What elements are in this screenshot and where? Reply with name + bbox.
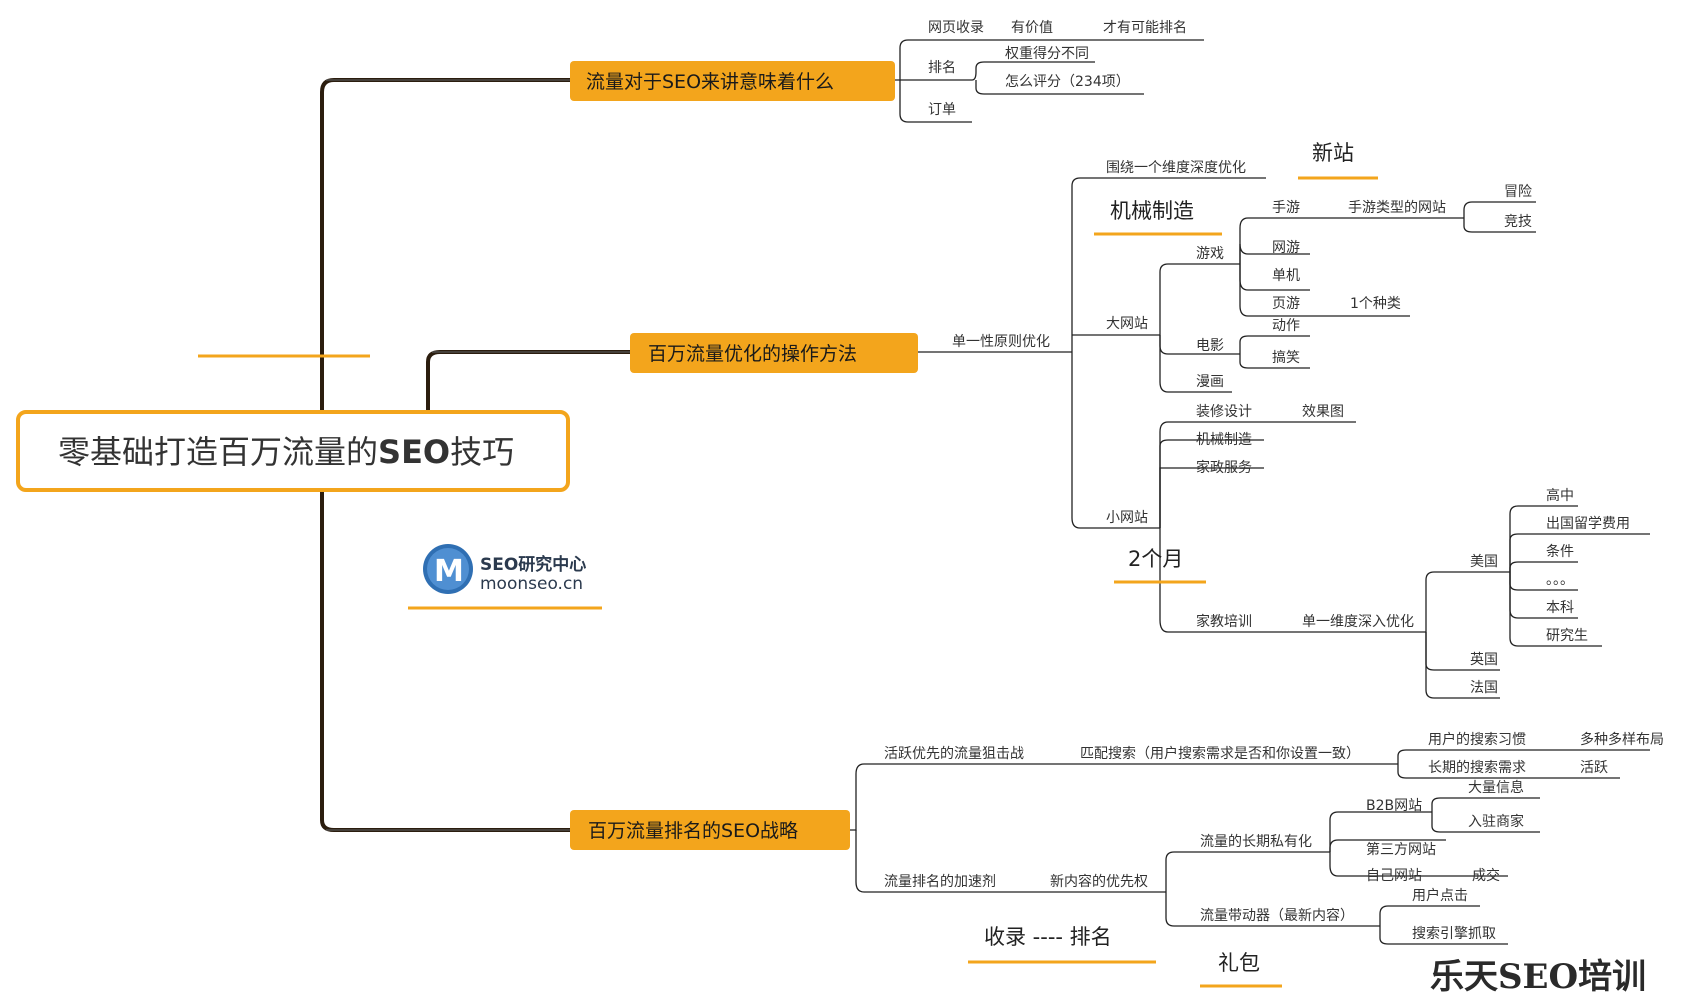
b2-competitive: 竞技 [1504, 213, 1532, 230]
b2-standalone: 单机 [1272, 268, 1300, 284]
b3-b2b: B2B网站 [1366, 798, 1422, 814]
b2-france: 法国 [1470, 680, 1498, 696]
b1-may-rank: 才有可能排名 [1103, 20, 1187, 36]
b2-study-abroad-cost: 出国留学费用 [1546, 516, 1630, 532]
b2-mobile-type-site: 手游类型的网站 [1348, 200, 1446, 216]
b3-traffic-driver: 流量带动器（最新内容） [1200, 907, 1354, 924]
b3-settle-in: 入驻商家 [1468, 813, 1524, 830]
b3-new-content-priority: 新内容的优先权 [1050, 873, 1148, 890]
b1-valuable: 有价值 [1011, 20, 1053, 36]
b3-long-term-demand: 长期的搜索需求 [1428, 759, 1526, 776]
b3-diverse-layout: 多种多样布局 [1580, 731, 1664, 748]
b3-user-habits: 用户的搜索习惯 [1428, 731, 1526, 748]
logo-title: SEO研究中心 [480, 554, 586, 575]
b2-ellipsis: 。。。 [1546, 572, 1574, 588]
b2-small-site: 小网站 [1106, 510, 1148, 526]
branch-1-label: 流量对于SEO来讲意味着什么 [586, 71, 834, 93]
b1-ranking: 排名 [928, 60, 956, 76]
b2-decoration: 装修设计 [1196, 404, 1252, 420]
branch-2-lines [918, 177, 1650, 699]
b2-big-site: 大网站 [1106, 316, 1148, 332]
b2-note-new-site: 新站 [1312, 141, 1354, 165]
b3-deal: 成交 [1472, 867, 1500, 884]
b3-note-gift: 礼包 [1218, 951, 1260, 975]
b3-crawl: 搜索引擎抓取 [1412, 925, 1496, 942]
b2-movies: 电影 [1196, 338, 1224, 354]
b2-action: 动作 [1272, 318, 1300, 334]
b3-active: 活跃 [1580, 760, 1608, 776]
m-logo-icon: M [423, 544, 473, 594]
b3-note-index-rank: 收录 ---- 排名 [984, 925, 1112, 949]
b2-mobile-games: 手游 [1272, 200, 1300, 216]
logo-domain: moonseo.cn [480, 574, 583, 594]
b2-comics: 漫画 [1196, 374, 1224, 390]
b2-single-dim-deep: 单一维度深入优化 [1302, 614, 1414, 630]
b2-conditions: 条件 [1546, 543, 1574, 560]
b3-match-search: 匹配搜索（用户搜索需求是否和你设置一致） [1080, 745, 1360, 762]
watermark: 乐天SEO培训 [1430, 957, 1646, 997]
b2-housekeeping: 家政服务 [1196, 459, 1252, 476]
b2-games: 游戏 [1196, 246, 1224, 262]
b3-accelerator: 流量排名的加速剂 [884, 874, 996, 890]
logo: M SEO研究中心 moonseo.cn [423, 544, 586, 594]
b1-web-index: 网页收录 [928, 20, 984, 36]
b3-user-click: 用户点击 [1412, 887, 1468, 904]
b2-note-two-months: 2个月 [1128, 547, 1183, 571]
b1-weight: 权重得分不同 [1005, 45, 1089, 62]
branch-3-label: 百万流量排名的SEO战略 [588, 820, 798, 842]
svg-text:M: M [434, 554, 464, 589]
b2-adventure: 冒险 [1504, 184, 1532, 200]
b3-own-site: 自己网站 [1366, 868, 1422, 884]
root-title: 零基础打造百万流量的SEO技巧 [58, 433, 514, 471]
branch-2-label: 百万流量优化的操作方法 [648, 343, 857, 365]
b2-uk: 英国 [1470, 651, 1498, 668]
b3-third-party: 第三方网站 [1366, 841, 1436, 858]
branch-3-node[interactable]: 百万流量排名的SEO战略 [570, 810, 850, 850]
b2-high-school: 高中 [1546, 487, 1574, 504]
b2-note-machinery: 机械制造 [1110, 199, 1194, 223]
b2-one-dimension: 围绕一个维度深度优化 [1106, 160, 1246, 176]
b2-web-games: 页游 [1272, 296, 1300, 312]
b1-orders: 订单 [928, 102, 956, 118]
b2-one-type: 1个种类 [1350, 296, 1401, 312]
trunk-thin-lines [326, 79, 630, 831]
b3-active-first: 活跃优先的流量狙击战 [884, 746, 1024, 762]
branch-2-node[interactable]: 百万流量优化的操作方法 [630, 333, 918, 373]
b2-single-principle: 单一性原则优化 [952, 334, 1050, 350]
b2-comedy: 搞笑 [1272, 350, 1300, 366]
b1-how-score: 怎么评分（234项） [1005, 74, 1130, 90]
branch-1-node[interactable]: 流量对于SEO来讲意味着什么 [570, 61, 895, 101]
b2-undergrad: 本科 [1546, 600, 1574, 616]
b2-graduate: 研究生 [1546, 628, 1588, 644]
b2-renderings: 效果图 [1302, 404, 1344, 420]
root-node[interactable]: 零基础打造百万流量的SEO技巧 [16, 410, 570, 492]
b2-machinery: 机械制造 [1196, 432, 1252, 448]
branch-1-lines [895, 39, 1204, 123]
b2-online-games: 网游 [1272, 240, 1300, 256]
b2-tutoring: 家教培训 [1196, 613, 1252, 630]
b3-long-term-private: 流量的长期私有化 [1200, 834, 1312, 850]
branch-3-lines [850, 749, 1650, 945]
b3-mass-info: 大量信息 [1468, 779, 1524, 796]
b2-usa: 美国 [1470, 554, 1498, 570]
